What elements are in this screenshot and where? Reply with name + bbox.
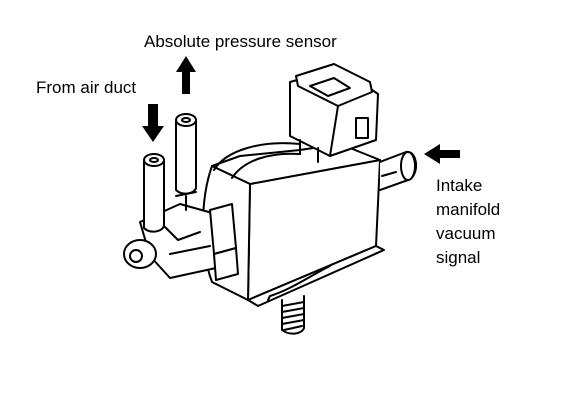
intake-line-1: Intake — [436, 176, 483, 195]
arrow-down-icon — [142, 104, 164, 142]
intake-line-2: manifold — [436, 200, 501, 219]
intake-line-4: signal — [436, 248, 481, 267]
absolute-pressure-sensor-label: Absolute pressure sensor — [144, 32, 337, 51]
intake-line-3: vacuum — [436, 224, 496, 243]
from-air-duct-label: From air duct — [36, 78, 137, 97]
arrow-up-icon — [176, 56, 196, 94]
intake-manifold-vacuum-signal-label: Intake manifold vacuum signal — [436, 174, 500, 270]
sensor-tube — [175, 119, 197, 195]
side-port — [123, 239, 157, 269]
air-duct-tube — [143, 159, 165, 233]
threaded-stud — [281, 295, 305, 335]
coil-top — [213, 142, 301, 171]
connector-tab — [355, 117, 369, 139]
arrow-left-icon — [424, 144, 460, 164]
